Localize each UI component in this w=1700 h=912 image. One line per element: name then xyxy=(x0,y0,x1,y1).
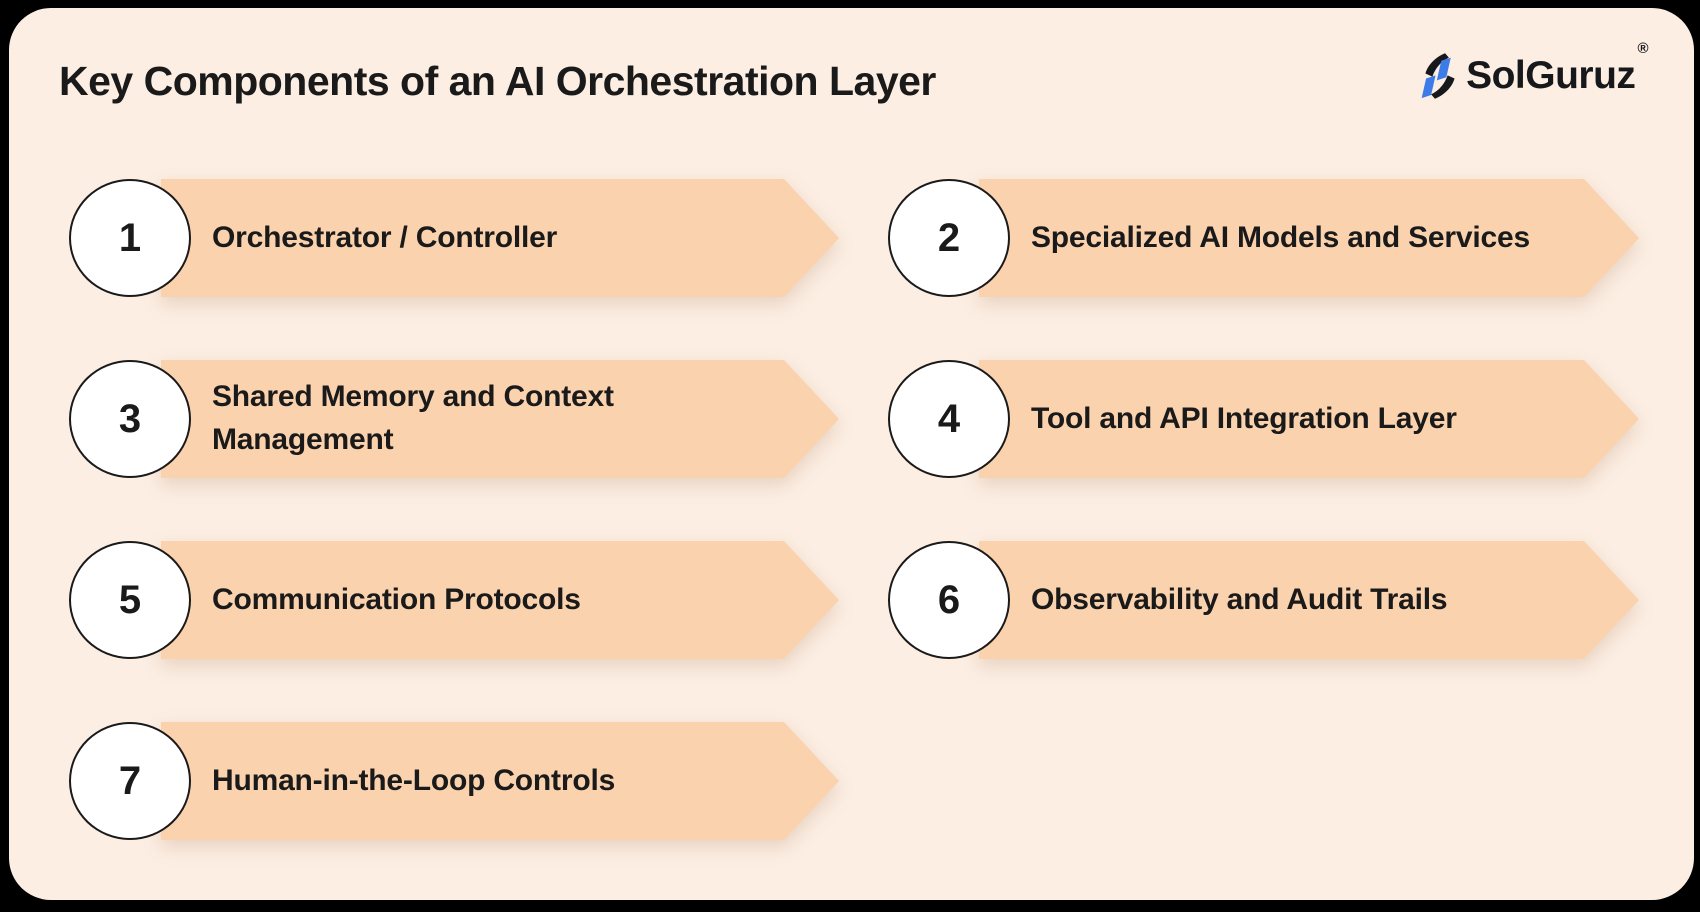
component-item-4: 4 Tool and API Integration Layer xyxy=(888,360,1639,478)
brand-logo: SolGuruz® xyxy=(1421,40,1648,104)
item-label: Specialized AI Models and Services xyxy=(1031,220,1530,254)
registered-trademark: ® xyxy=(1637,40,1648,57)
solguruz-logo-icon xyxy=(1421,48,1459,104)
brand-name: SolGuruz® xyxy=(1466,40,1648,97)
arrow-banner-wrap xyxy=(888,541,1639,659)
item-label: Observability and Audit Trails xyxy=(1031,582,1448,616)
arrow-banner-wrap xyxy=(888,360,1639,478)
arrow-banner xyxy=(161,179,839,297)
arrow-banner xyxy=(979,360,1639,478)
arrow-banner xyxy=(161,360,839,478)
component-item-2: 2 Specialized AI Models and Services xyxy=(888,179,1639,297)
number-badge: 3 xyxy=(69,360,191,478)
component-item-3: 3 Shared Memory and Context Management xyxy=(69,360,839,478)
component-item-1: 1 Orchestrator / Controller xyxy=(69,179,839,297)
arrow-banner-wrap xyxy=(69,179,839,297)
number-badge: 7 xyxy=(69,722,191,840)
arrow-banner-wrap xyxy=(888,179,1639,297)
component-item-7: 7 Human-in-the-Loop Controls xyxy=(69,722,839,840)
item-number: 5 xyxy=(118,577,142,622)
component-item-5: 5 Communication Protocols xyxy=(69,541,839,659)
number-badge: 5 xyxy=(69,541,191,659)
number-badge: 2 xyxy=(888,179,1010,297)
item-label: Orchestrator / Controller xyxy=(212,220,558,254)
arrow-banner-wrap xyxy=(69,360,839,478)
arrow-banner xyxy=(979,179,1639,297)
arrow-banner-wrap xyxy=(69,722,839,840)
number-badge: 6 xyxy=(888,541,1010,659)
arrow-banner xyxy=(979,541,1639,659)
item-label: Tool and API Integration Layer xyxy=(1031,401,1457,435)
arrow-banner xyxy=(161,541,839,659)
item-number: 1 xyxy=(118,215,142,260)
item-number: 7 xyxy=(118,758,142,803)
item-label: Human-in-the-Loop Controls xyxy=(212,763,616,797)
item-number: 2 xyxy=(937,215,961,260)
component-item-6: 6 Observability and Audit Trails xyxy=(888,541,1639,659)
item-number: 3 xyxy=(118,396,142,441)
item-label: Communication Protocols xyxy=(212,582,581,616)
number-badge: 4 xyxy=(888,360,1010,478)
number-badge: 1 xyxy=(69,179,191,297)
item-label: Shared Memory and Context Management xyxy=(212,380,614,456)
arrow-banner xyxy=(161,722,839,840)
content-card: Key Components of an AI Orchestration La… xyxy=(9,8,1694,900)
arrow-banner-wrap xyxy=(69,541,839,659)
page-title: Key Components of an AI Orchestration La… xyxy=(59,58,936,104)
item-number: 4 xyxy=(937,396,961,441)
item-number: 6 xyxy=(937,577,961,622)
